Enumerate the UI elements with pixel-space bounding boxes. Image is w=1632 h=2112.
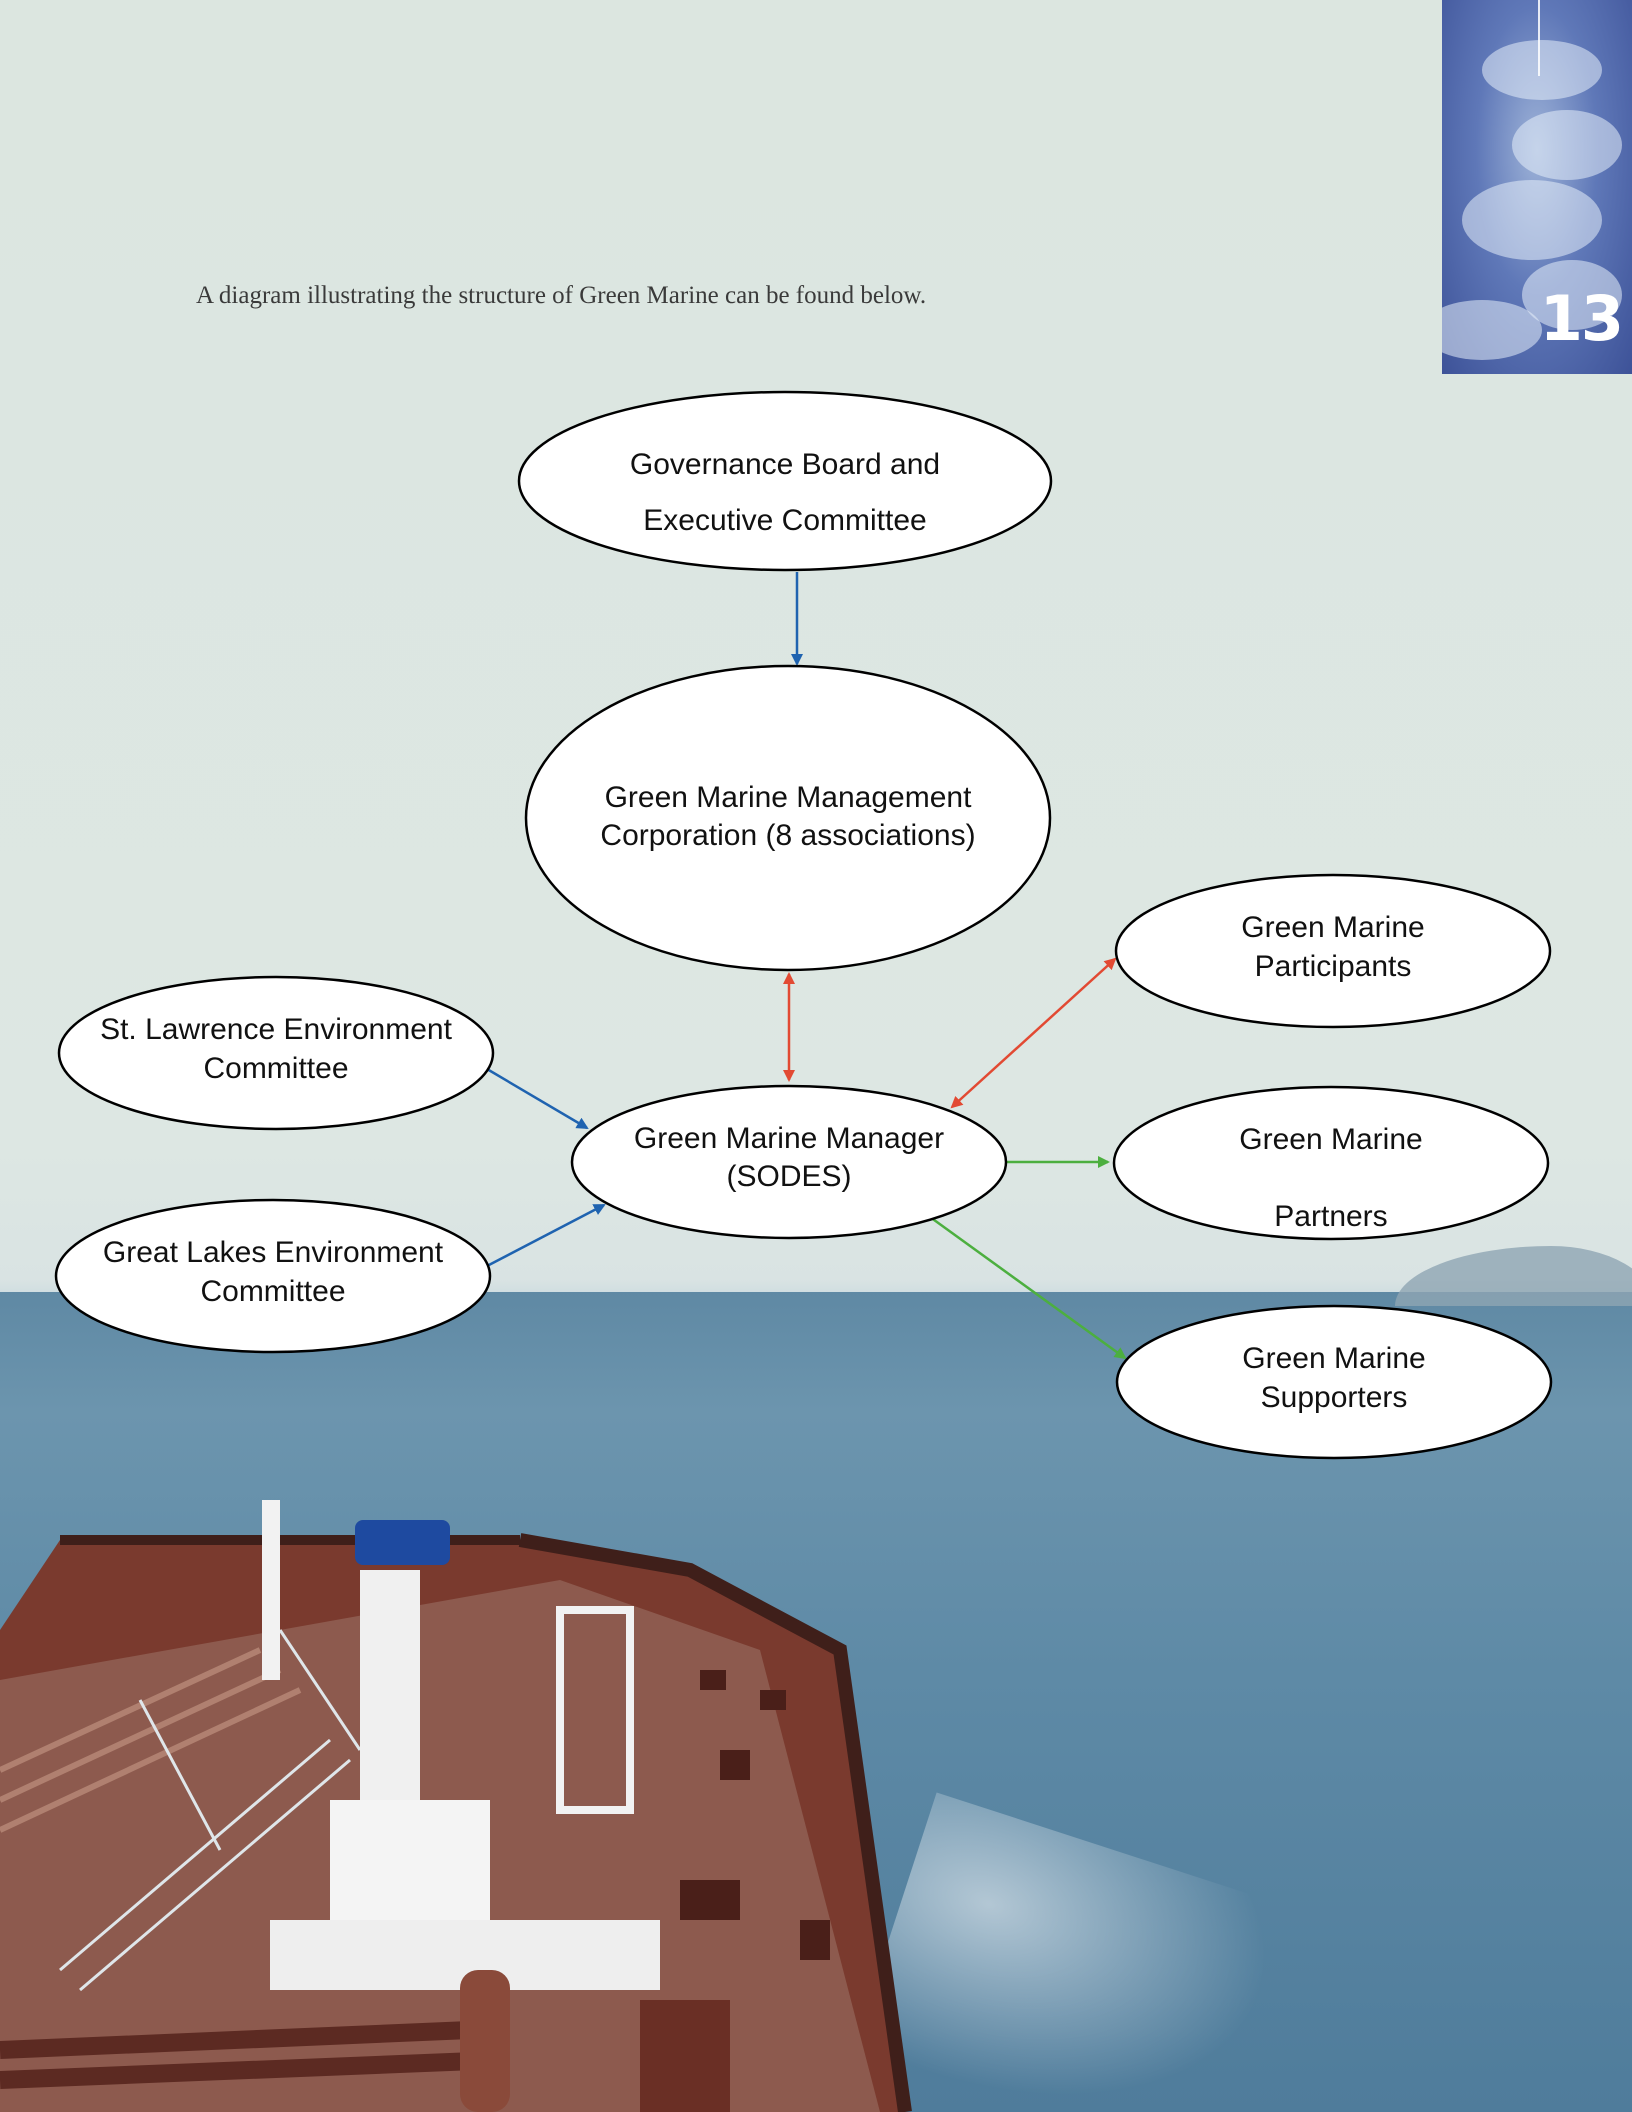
node-management-line2: Corporation (8 associations) [600, 819, 975, 852]
node-supporters-line2: Supporters [1261, 1381, 1408, 1414]
node-governance-line2: Executive Committee [643, 504, 926, 537]
node-governance-line1: Governance Board and [630, 448, 940, 481]
node-partners-line2: Partners [1274, 1200, 1387, 1233]
node-great-lakes-line1: Great Lakes Environment [103, 1236, 444, 1269]
node-management-corporation: Green Marine Management Corporation (8 a… [524, 664, 1052, 972]
node-partners: Green Marine Partners [1112, 1085, 1550, 1241]
node-partners-line1: Green Marine [1239, 1123, 1422, 1156]
node-st-lawrence: St. Lawrence Environment Committee [57, 975, 495, 1131]
node-participants: Green Marine Participants [1114, 873, 1552, 1029]
node-great-lakes-line2: Committee [200, 1275, 345, 1308]
node-participants-line1: Green Marine [1241, 911, 1424, 944]
node-great-lakes: Great Lakes Environment Committee [54, 1198, 492, 1354]
node-manager-line2: (SODES) [726, 1160, 851, 1193]
node-participants-line2: Participants [1255, 950, 1412, 983]
tanker-ship-image [0, 1500, 912, 2112]
node-manager-line1: Green Marine Manager [634, 1122, 944, 1155]
node-governance: Governance Board and Executive Committee [517, 390, 1053, 572]
node-supporters-line1: Green Marine [1242, 1342, 1425, 1375]
edge-manager-to-supporters [929, 1215, 1127, 1360]
edge-st-lawrence-to-manager [486, 1067, 589, 1130]
edge-manager-participants [950, 957, 1117, 1109]
corner-divider-line [1538, 0, 1540, 76]
structure-diagram: Governance Board and Executive Committee… [54, 390, 1553, 1460]
node-supporters: Green Marine Supporters [1115, 1304, 1553, 1460]
node-st-lawrence-line1: St. Lawrence Environment [100, 1013, 453, 1046]
page-corner-tab: 13 [1442, 0, 1632, 374]
node-management-line1: Green Marine Management [605, 781, 973, 814]
node-manager: Green Marine Manager (SODES) [570, 1084, 1008, 1240]
edge-great-lakes-to-manager [486, 1203, 606, 1268]
page-number: 13 [1539, 282, 1624, 355]
intro-text: A diagram illustrating the structure of … [196, 282, 927, 309]
node-st-lawrence-line2: Committee [203, 1052, 348, 1085]
